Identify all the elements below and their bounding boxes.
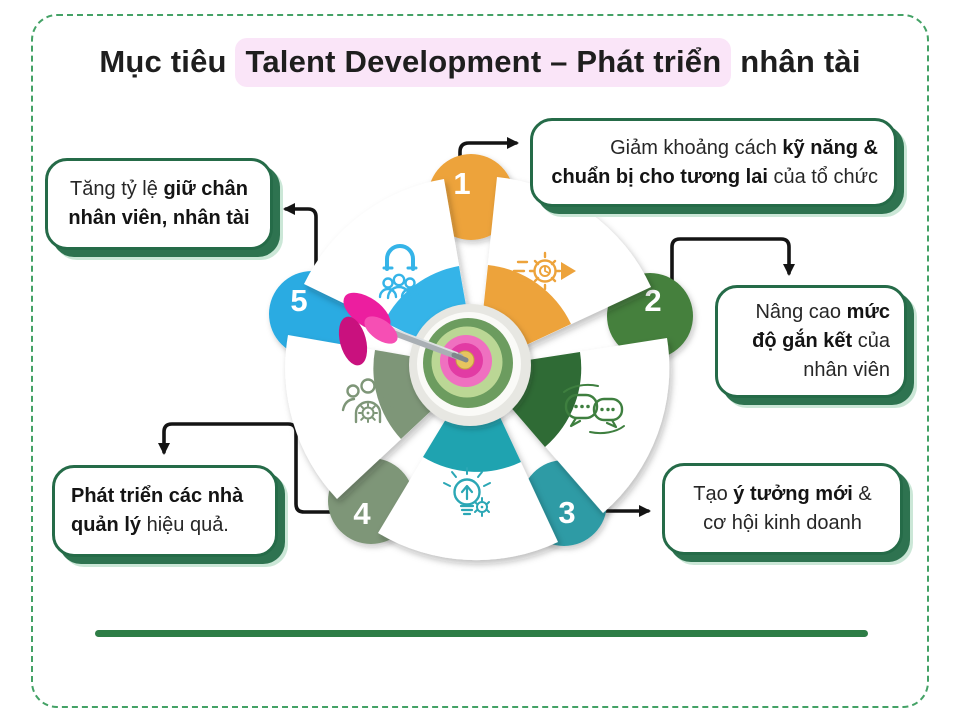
callout-text: Nâng cao mức độ gắn kết của nhân viên xyxy=(752,301,890,381)
lightbulb-idea-icon xyxy=(443,467,491,517)
callout-retention: Tăng tỷ lệ giữ chân nhân viên, nhân tài xyxy=(45,158,273,250)
step-number-2: 2 xyxy=(644,283,661,318)
callout-text: Giảm khoảng cách kỹ năng & chuẩn bị cho … xyxy=(551,136,878,188)
chat-bubbles-icon xyxy=(563,383,625,435)
goal-wheel-diagram: 1 2 3 4 5 xyxy=(158,137,795,561)
arrow-connector-1 xyxy=(458,137,519,178)
dartboard-bullseye-dart-icon xyxy=(338,292,531,426)
callout-managers: Phát triển các nhà quản lý hiệu quả. xyxy=(52,465,278,557)
title-highlight: Talent Development – Phát triển xyxy=(235,38,732,87)
speed-gear-arrow-icon xyxy=(512,251,576,291)
arrow-connector-4 xyxy=(158,422,347,514)
callout-text: Tăng tỷ lệ giữ chân nhân viên, nhân tài xyxy=(68,178,250,229)
title-prefix: Mục tiêu xyxy=(99,44,236,79)
magnet-attraction-icon xyxy=(378,244,420,300)
title-suffix: nhân tài xyxy=(731,44,861,79)
step-number-1: 1 xyxy=(453,166,470,201)
dart xyxy=(338,292,469,366)
callout-skill-gap: Giảm khoảng cách kỹ năng & chuẩn bị cho … xyxy=(530,118,897,207)
callout-text: Tạo ý tưởng mới & cơ hội kinh doanh xyxy=(693,483,872,534)
arrow-connector-5 xyxy=(283,203,318,278)
team-management-gear-icon xyxy=(341,378,395,424)
callout-new-ideas: Tạo ý tưởng mới & cơ hội kinh doanh xyxy=(662,463,903,555)
step-number-4: 4 xyxy=(353,496,371,531)
bottom-accent-bar xyxy=(95,630,868,637)
step-number-3: 3 xyxy=(558,495,575,530)
step-number-5: 5 xyxy=(290,283,307,318)
callout-engagement: Nâng cao mức độ gắn kết của nhân viên xyxy=(715,285,907,398)
callout-text: Phát triển các nhà quản lý hiệu quả. xyxy=(71,485,244,536)
page-title: Mục tiêu Talent Development – Phát triển… xyxy=(0,38,960,87)
arrow-connector-2 xyxy=(670,237,795,294)
